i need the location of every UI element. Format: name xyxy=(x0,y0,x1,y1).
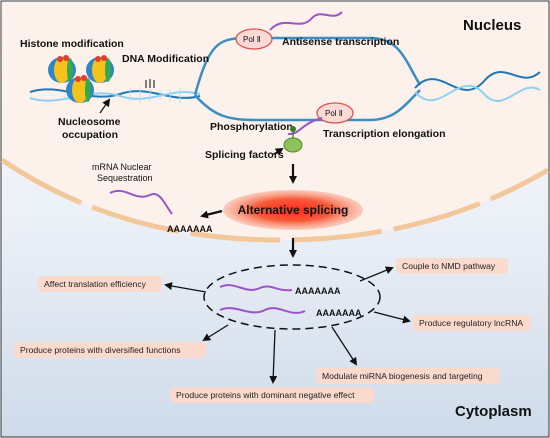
mrna-isoform-1 xyxy=(219,284,293,292)
nascent-rna xyxy=(287,117,323,136)
nuclear-membrane xyxy=(0,157,550,243)
mrna-pool xyxy=(203,264,381,330)
outcome-label: Couple to NMD pathway xyxy=(402,261,496,271)
alternative-splicing-glow xyxy=(223,190,363,230)
splicing-factors-label: Splicing factors xyxy=(205,149,284,161)
dna-rungs-left xyxy=(129,87,181,103)
arrow-to-nuclear-mrna xyxy=(200,209,223,219)
antisense-transcription-label: Antisense transcription xyxy=(282,36,399,48)
mrna-isoform-2 xyxy=(219,307,306,314)
nucleus-title: Nucleus xyxy=(463,17,521,34)
outcome-arrows xyxy=(164,266,411,384)
outcome-dominant-negative: Produce proteins with dominant negative … xyxy=(170,387,374,403)
polya-bottom-label: AAAAAAA xyxy=(316,308,362,318)
mrna-nuclear-label-line1: mRNA Nuclear xyxy=(92,162,152,172)
cytoplasm-title: Cytoplasm xyxy=(455,403,532,420)
pol-ii-bottom-icon: Pol Ⅱ xyxy=(316,102,354,124)
sequestered-mrna xyxy=(109,189,173,215)
polya-nuclear-label: AAAAAAA xyxy=(167,224,213,234)
nucleosome-arrow xyxy=(99,98,111,114)
outcome-affect-translation: Affect translation efficiency xyxy=(38,276,162,292)
alternative-splicing-label: Alternative splicing xyxy=(238,203,349,217)
transcription-elongation-label: Transcription elongation xyxy=(323,128,446,140)
mrna-nuclear-label-line2: Sequestration xyxy=(97,173,153,183)
nucleosome-occupation-label-line2: occupation xyxy=(62,129,118,141)
splicing-factor-arrow xyxy=(271,147,284,156)
dna-helix-left xyxy=(29,88,201,102)
outcome-label: Produce proteins with diversified functi… xyxy=(20,345,181,355)
dna-helix-right xyxy=(414,70,541,103)
outcome-label: Affect translation efficiency xyxy=(44,279,147,289)
outcome-label: Modulate miRNA biogenesis and targeting xyxy=(322,371,483,381)
nucleosome-icon xyxy=(48,55,76,83)
pol-ii-top-label: Pol Ⅱ xyxy=(243,35,261,44)
outcome-mirna: Modulate miRNA biogenesis and targeting xyxy=(316,368,500,384)
phosphorylation-label: Phosphorylation xyxy=(210,121,293,133)
nucleosome-icon xyxy=(86,55,114,83)
pol-ii-bottom-label: Pol Ⅱ xyxy=(325,109,343,118)
antisense-rna xyxy=(269,11,343,31)
polya-top-label: AAAAAAA xyxy=(295,286,341,296)
nucleosome-icon xyxy=(66,75,94,103)
nucleosome-occupation-label-line1: Nucleosome xyxy=(58,116,121,128)
methylation-icon xyxy=(145,79,155,88)
dna-modification-label: DNA Modification xyxy=(122,53,209,65)
outcome-label: Produce proteins with dominant negative … xyxy=(176,390,355,400)
outcome-label: Produce regulatory lncRNA xyxy=(419,318,523,328)
splicing-factor-icon xyxy=(283,126,303,153)
outcome-regulatory-lncrna: Produce regulatory lncRNA xyxy=(413,315,531,331)
outcome-diversified-functions: Produce proteins with diversified functi… xyxy=(14,342,206,358)
histone-modification-label: Histone modification xyxy=(20,38,124,50)
pol-ii-top-icon: Pol Ⅱ xyxy=(235,28,273,50)
outcome-nmd-pathway: Couple to NMD pathway xyxy=(396,258,508,274)
